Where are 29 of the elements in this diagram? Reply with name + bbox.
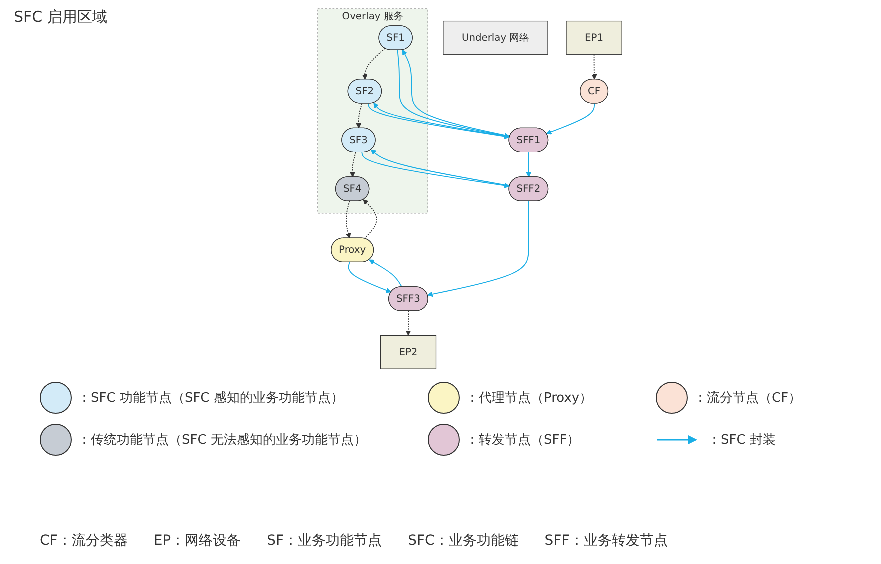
node-box: Underlay 网络: [443, 20, 548, 55]
legend-text: ：SFC 封装: [708, 432, 776, 449]
node-box: EP1: [566, 20, 622, 55]
node-box: EP2: [380, 335, 437, 370]
arrow: [362, 152, 510, 188]
arrow: [526, 152, 532, 178]
arrow: [363, 200, 378, 240]
abbreviation-note: EP：网络设备: [154, 532, 242, 550]
arrow: [348, 262, 392, 294]
arrow: [369, 260, 402, 288]
legend-text: ：代理节点（Proxy）: [466, 390, 593, 407]
arrow: [546, 103, 596, 135]
arrow: [406, 310, 412, 336]
abbreviation-note: SFF：业务转发节点: [544, 532, 668, 550]
abbreviation-note: CF：流分类器: [40, 532, 128, 550]
arrow: [356, 103, 363, 129]
legend-text: ：SFC 功能节点（SFC 感知的业务功能节点）: [78, 390, 344, 407]
arrow: [370, 150, 510, 186]
legend-text: ：转发节点（SFF）: [466, 432, 580, 449]
arrow: [350, 152, 356, 178]
abbreviation-note: SFC：业务功能链: [408, 532, 519, 550]
arrow: [428, 200, 530, 298]
legend-text: ：流分节点（CF）: [694, 390, 802, 407]
abbreviation-note: SF：业务功能节点: [267, 532, 382, 550]
arrow: [362, 48, 386, 80]
arrow: [346, 200, 352, 239]
legend-text: ：传统功能节点（SFC 无法感知的业务功能节点）: [78, 432, 367, 449]
region-label: SFC 启用区域: [14, 8, 108, 27]
arrow: [592, 54, 598, 80]
